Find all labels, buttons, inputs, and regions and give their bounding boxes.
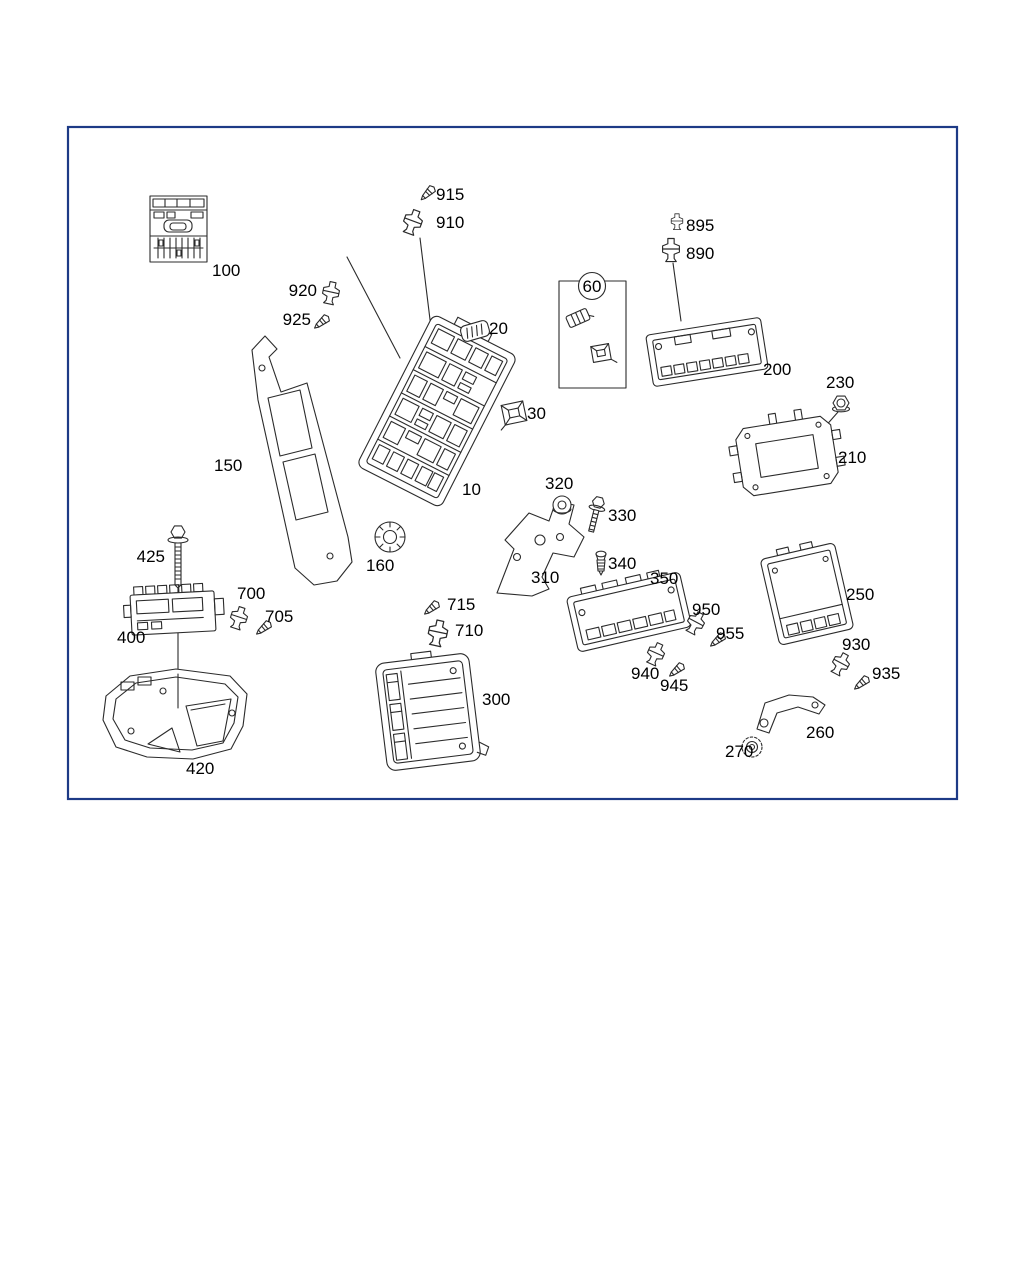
- label-945: 945: [660, 676, 688, 695]
- label-420: 420: [186, 759, 214, 778]
- part-895-clip: [670, 213, 684, 231]
- label-910: 910: [436, 213, 464, 232]
- label-890: 890: [686, 244, 714, 263]
- part-270-grommet: [741, 736, 763, 758]
- label-10: 10: [462, 480, 481, 499]
- part-250-ecu: [760, 541, 854, 645]
- label-210: 210: [838, 448, 866, 467]
- label-950: 950: [692, 600, 720, 619]
- group-60-circle: [577, 271, 607, 301]
- group-60-detail-box: [558, 271, 627, 389]
- part-260-bracket-strip: [756, 694, 826, 734]
- label-425: 425: [137, 547, 165, 566]
- part-300-ecu: [375, 650, 490, 771]
- label-60: 60: [583, 277, 602, 296]
- part-350-control-module: [566, 569, 692, 652]
- part-labels: 100 915 910 920 925 20 60 895 890 200 23…: [117, 185, 900, 778]
- part-200-control-module: [645, 317, 769, 387]
- part-930-clip: [827, 649, 854, 678]
- part-910-clip: [399, 207, 426, 238]
- label-940: 940: [631, 664, 659, 683]
- part-60-relay: [590, 343, 618, 363]
- part-30-relay: [500, 400, 528, 431]
- part-10-fusebox: [358, 315, 516, 507]
- leader-line-890: [672, 262, 682, 322]
- label-935: 935: [872, 664, 900, 683]
- part-700-clip: [227, 604, 251, 632]
- part-420-tray: [102, 668, 248, 760]
- part-920-clip: [320, 280, 342, 306]
- part-150-bracket: [251, 335, 353, 586]
- label-715: 715: [447, 595, 475, 614]
- label-920: 920: [289, 281, 317, 300]
- part-925-screw: [311, 312, 332, 332]
- diagram-frame: [66, 125, 959, 801]
- label-330: 330: [608, 506, 636, 525]
- label-200: 200: [763, 360, 791, 379]
- label-700: 700: [237, 584, 265, 603]
- leader-line-fusebox: [346, 256, 401, 359]
- label-915: 915: [436, 185, 464, 204]
- label-310: 310: [531, 568, 559, 587]
- label-930: 930: [842, 635, 870, 654]
- label-710: 710: [455, 621, 483, 640]
- label-230: 230: [826, 373, 854, 392]
- label-925: 925: [283, 310, 311, 329]
- part-160-grommet: [374, 521, 406, 553]
- part-210-bracket: [728, 408, 846, 497]
- label-20: 20: [489, 319, 508, 338]
- part-230-nut: [831, 395, 851, 413]
- part-20-cover: [459, 320, 491, 342]
- part-425-bolt: [167, 525, 189, 589]
- part-715-screw: [421, 598, 442, 618]
- part-935-screw: [851, 673, 872, 693]
- label-260: 260: [806, 723, 834, 742]
- part-100-fuse-card: [149, 195, 208, 263]
- label-100: 100: [212, 261, 240, 280]
- label-270: 270: [725, 742, 753, 761]
- label-30: 30: [527, 404, 546, 423]
- label-300: 300: [482, 690, 510, 709]
- label-400: 400: [117, 628, 145, 647]
- label-250: 250: [846, 585, 874, 604]
- label-340: 340: [608, 554, 636, 573]
- label-895: 895: [686, 216, 714, 235]
- label-955: 955: [716, 624, 744, 643]
- label-705: 705: [265, 607, 293, 626]
- part-915-screw: [417, 183, 438, 204]
- label-150: 150: [214, 456, 242, 475]
- part-340-rivet: [595, 550, 607, 576]
- label-320: 320: [545, 474, 573, 493]
- part-710-clip: [425, 618, 451, 649]
- part-320-grommet: [552, 495, 572, 515]
- part-330-bolt: [588, 496, 606, 533]
- part-310-bracket: [496, 500, 585, 597]
- label-160: 160: [366, 556, 394, 575]
- part-890-clip: [662, 237, 680, 263]
- label-350: 350: [650, 569, 678, 588]
- part-60-connector: [565, 308, 595, 328]
- part-400-module: [122, 582, 225, 636]
